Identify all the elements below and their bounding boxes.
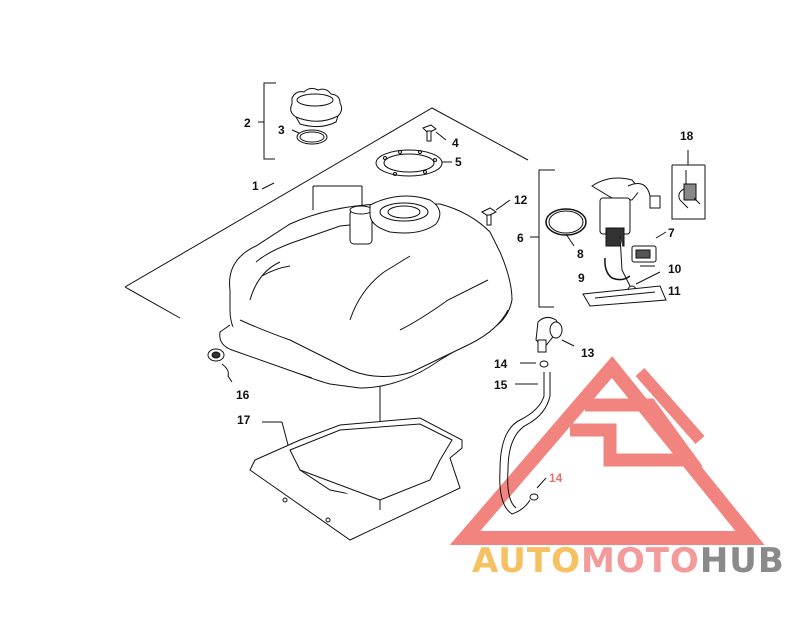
watermark-text: AUTOMOTOHUB: [472, 541, 785, 581]
callout-4: 4: [452, 136, 459, 150]
hose-clamp-bottom-icon: [529, 477, 547, 501]
wiring-harness-group: [671, 150, 706, 220]
callout-14b: 14: [549, 471, 563, 485]
mounting-ring-icon: [375, 149, 452, 177]
fuel-pump-icon: [591, 177, 661, 291]
skid-plate-icon: [249, 417, 463, 541]
callout-15: 15: [494, 378, 508, 392]
callout-3: 3: [278, 123, 285, 137]
sensor-icon: [631, 231, 667, 263]
callout-6: 6: [517, 231, 524, 245]
watermark-moto: MOTO: [581, 541, 700, 581]
cap-gasket-icon: [296, 129, 328, 145]
bolt-12-icon: [481, 199, 511, 226]
callout-8: 8: [577, 247, 584, 261]
callout-18: 18: [680, 129, 694, 143]
fuel-tank-icon: [219, 195, 513, 445]
callout-13: 13: [581, 346, 595, 360]
callout-17: 17: [237, 413, 251, 427]
callout-11: 11: [668, 284, 681, 298]
bolt-4-icon: [422, 124, 447, 142]
fuel-cap-icon: [290, 87, 343, 128]
callout-9: 9: [578, 271, 585, 285]
pump-gasket-icon: [545, 208, 587, 236]
grommet-icon: [207, 348, 233, 383]
fuel-cap-group: [258, 82, 343, 160]
filter-plate-icon: [582, 285, 667, 307]
callout-1: 1: [252, 179, 259, 193]
elbow-fitting-icon: [535, 316, 575, 353]
watermark-logo-icon: [449, 356, 765, 545]
callout-2: 2: [244, 116, 251, 130]
fuel-hose-icon: [499, 372, 551, 515]
watermark-hub: HUB: [700, 541, 785, 581]
callout-5: 5: [455, 155, 462, 169]
watermark-auto: AUTO: [472, 541, 581, 581]
callout-10: 10: [668, 262, 682, 276]
small-hose-icon: [604, 257, 631, 281]
callout-7: 7: [668, 226, 675, 240]
wiring-harness-icon: [678, 170, 701, 209]
hose-clamp-top-icon: [520, 360, 549, 368]
callout-12: 12: [514, 193, 528, 207]
callout-16: 16: [236, 388, 250, 402]
tank-bracket: [124, 107, 529, 319]
callout-14a: 14: [494, 357, 508, 371]
fuel-pump-bracket: [530, 169, 555, 308]
